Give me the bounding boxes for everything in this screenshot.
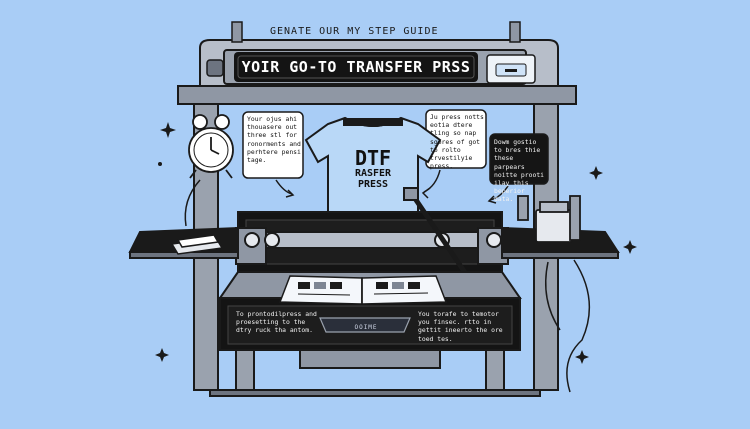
- title-banner-text: YOIR GO-TO TRANSFER PRSS: [241, 58, 471, 76]
- sparkle-icons: [155, 122, 637, 364]
- note-upper-left: Your ojus ahi thouasere out three stl fo…: [247, 115, 301, 165]
- title-banner: [234, 52, 478, 82]
- shirt-line-2: RASFER: [354, 168, 392, 179]
- note-lower-right: You torafe to temotor you finsec. rtto i…: [418, 310, 503, 343]
- shirt-print: DTF RASFER PRESS: [323, 148, 423, 190]
- shirt-line-1: DTF: [354, 146, 392, 170]
- alarm-clock-icon: [188, 114, 234, 179]
- note-card-upper-right: [489, 133, 549, 185]
- top-caption: GENATE OUR MY STEP GUIDE: [270, 26, 439, 37]
- open-book-icon: [278, 275, 448, 305]
- shirt-line-3: PRESS: [357, 179, 389, 190]
- arrows: [275, 169, 509, 204]
- control-button-label: OOIME: [354, 324, 378, 331]
- tablet-icon: [170, 234, 224, 255]
- note-card-upper-left: [242, 111, 304, 179]
- brackets: [231, 21, 521, 43]
- note-lower-left: To prontodilpress and proesetting to the…: [236, 310, 317, 335]
- ink-container-icon: [517, 195, 581, 243]
- knob-icon: [206, 59, 224, 77]
- note-upper-center: Ju press notts eotia dtere tling so nap …: [430, 113, 484, 171]
- note-upper-right: Dowm gostio to bres thie these parpears …: [494, 138, 545, 204]
- press-body: [235, 211, 509, 273]
- cables: [184, 179, 591, 393]
